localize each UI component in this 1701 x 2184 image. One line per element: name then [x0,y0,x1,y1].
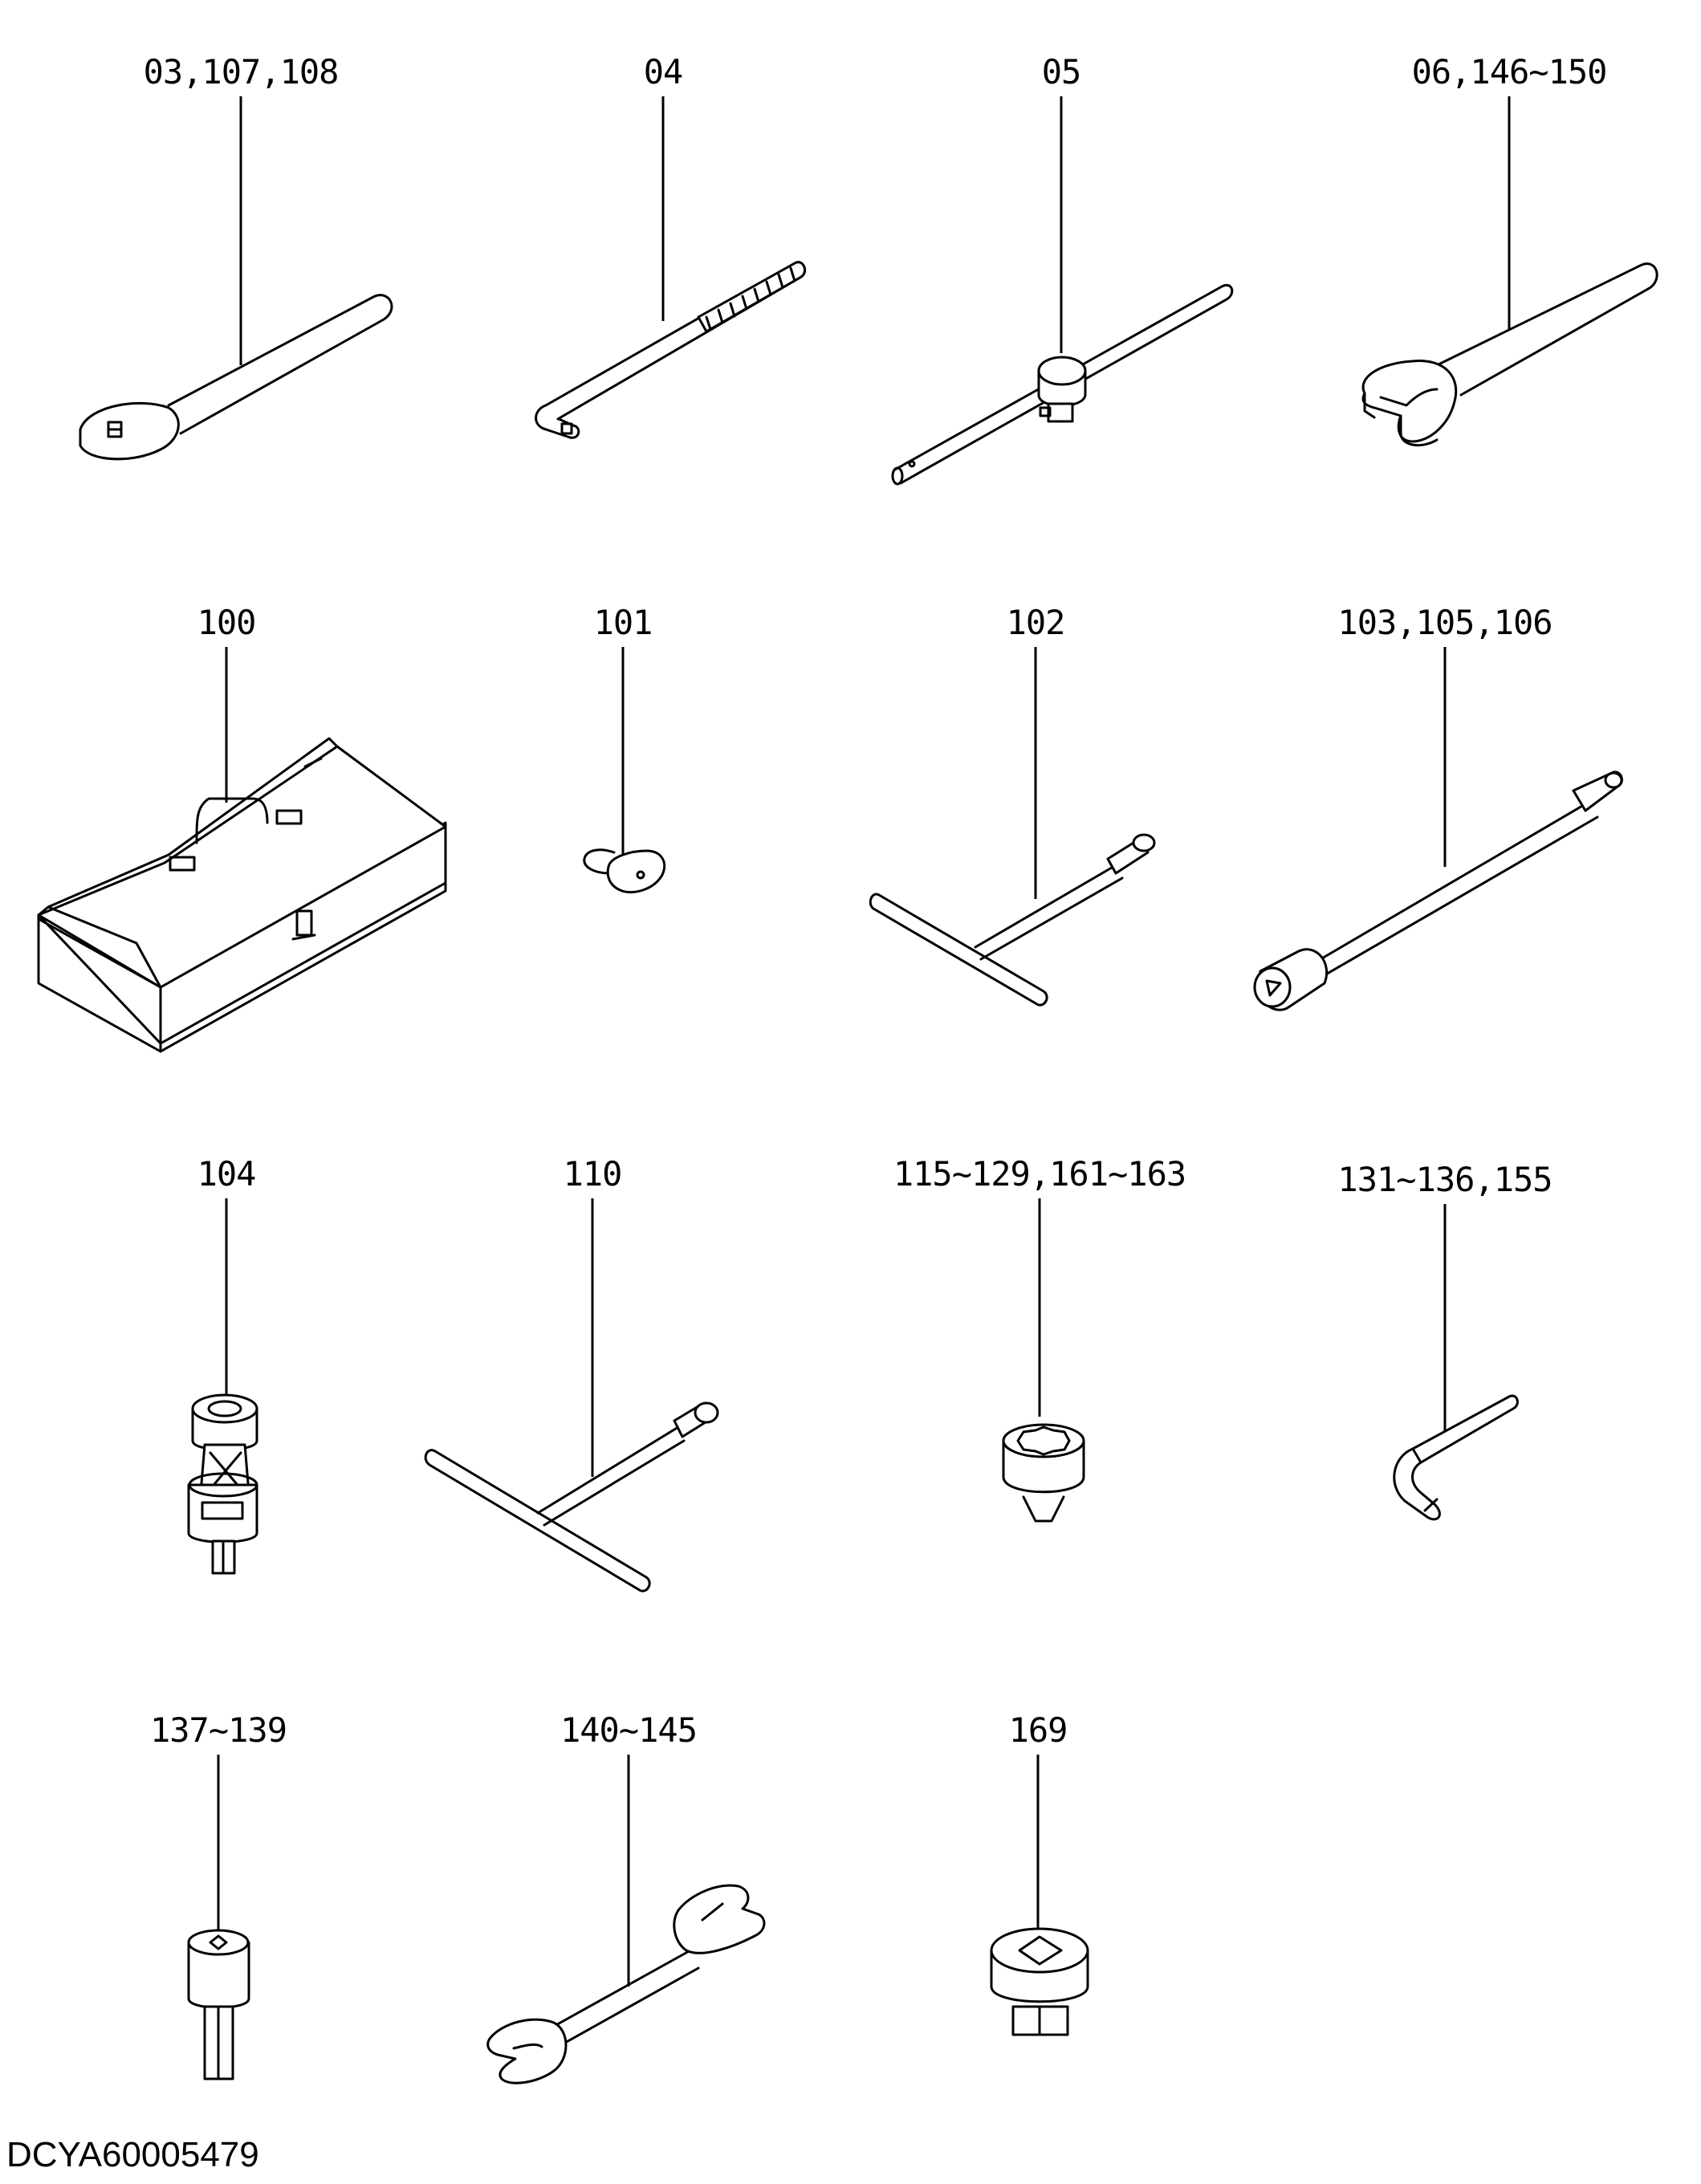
double-open-end-wrench-drawing [486,1884,766,2084]
callout-label-t-socket-wrench-small: 102 [1007,603,1065,642]
part-tool-box: 100 [37,603,447,1053]
part-small-clip-part: 101 [583,603,666,894]
part-twelve-point-socket: 115~129,161~163 [893,1154,1186,1523]
callout-label-twelve-point-socket: 115~129,161~163 [893,1154,1186,1194]
t-socket-wrench-large-drawing [424,1401,719,1592]
l-handle-wrench-drawing [535,261,806,439]
sliding-t-handle-drawing [891,283,1234,486]
part-t-socket-wrench-small: 102 [869,603,1156,1007]
universal-joint-socket-drawing [187,1393,258,1575]
extension-bar-socket-drawing [1253,771,1623,1011]
callout-label-hex-key-wrench: 131~136,155 [1337,1160,1552,1199]
ratchet-handle-drawing [79,294,393,461]
small-clip-part-drawing [583,848,666,894]
callout-label-single-open-end-wrench: 06,146~150 [1412,52,1607,92]
twelve-point-socket-drawing [1002,1423,1085,1523]
callout-label-l-handle-wrench: 04 [644,52,683,92]
part-l-handle-wrench: 04 [535,52,806,439]
part-sliding-t-handle: 05 [891,52,1234,486]
hex-key-wrench-drawing [1393,1394,1519,1521]
part-single-open-end-wrench: 06,146~150 [1361,52,1658,447]
t-socket-wrench-small-drawing [869,833,1156,1007]
part-t-socket-wrench-large: 110 [424,1154,719,1592]
part-hex-key-wrench: 131~136,155 [1337,1160,1553,1521]
callout-label-sliding-t-handle: 05 [1042,52,1081,92]
callout-label-square-drive-socket: 169 [1009,1710,1068,1750]
part-universal-joint-socket: 104 [187,1154,258,1575]
part-hex-bit-socket: 137~139 [150,1710,287,2080]
callout-label-universal-joint-socket: 104 [197,1154,256,1194]
part-ratchet-handle: 03,107,108 [79,52,393,461]
single-open-end-wrench-drawing [1361,262,1658,447]
callout-label-small-clip-part: 101 [594,603,653,642]
callout-label-t-socket-wrench-large: 110 [564,1154,622,1194]
part-square-drive-socket: 169 [990,1710,1089,2036]
part-double-open-end-wrench: 140~145 [486,1710,766,2084]
part-extension-bar-socket: 103,105,106 [1253,603,1623,1011]
callout-label-extension-bar-socket: 103,105,106 [1337,603,1552,642]
drawing-code: DCYA60005479 [6,2135,259,2174]
tool-box-drawing [37,737,447,1053]
square-drive-socket-drawing [990,1927,1089,2036]
callout-label-double-open-end-wrench: 140~145 [560,1710,697,1750]
hex-bit-socket-drawing [187,1929,250,2080]
callout-label-tool-box: 100 [197,603,256,642]
callout-label-hex-bit-socket: 137~139 [150,1710,287,1750]
callout-label-ratchet-handle: 03,107,108 [144,52,339,92]
